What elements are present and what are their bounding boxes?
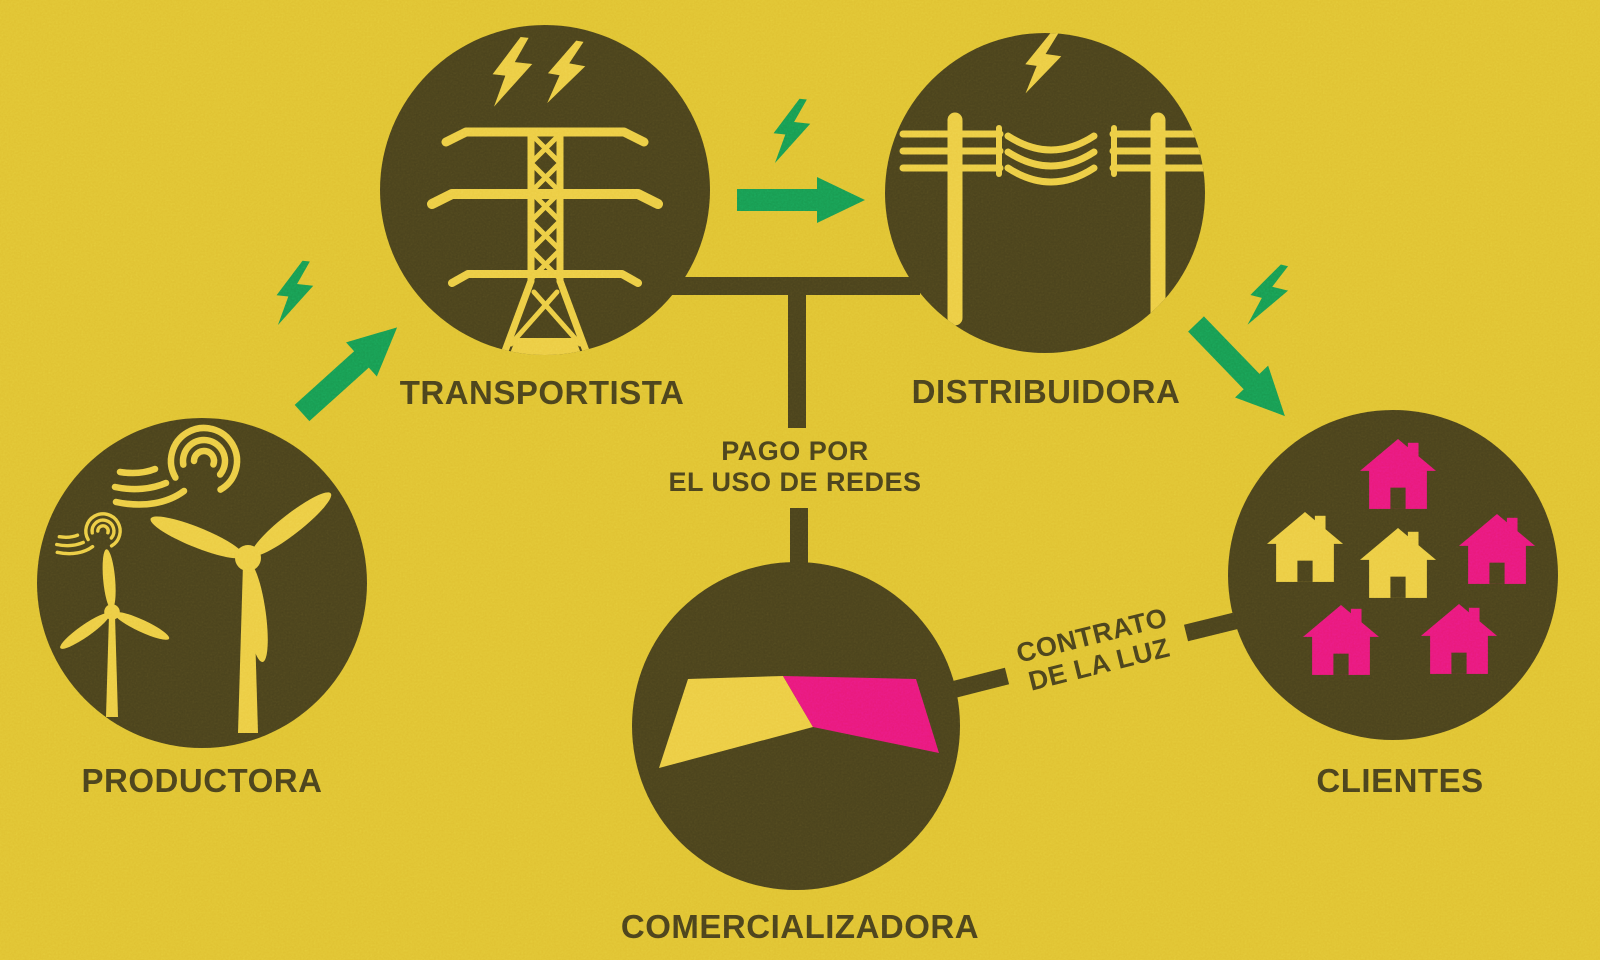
transportista-label: TRANSPORTISTA — [399, 374, 685, 411]
pago-line2: EL USO DE REDES — [668, 467, 922, 497]
productora-label: PRODUCTORA — [81, 762, 323, 799]
contrato-de-la-luz-label: CONTRATO DE LA LUZ — [950, 586, 1241, 713]
pago-por-uso-redes-label: PAGO POR EL USO DE REDES — [595, 436, 995, 498]
clientes-label: CLIENTES — [1316, 762, 1484, 799]
pago-line1: PAGO POR — [721, 436, 869, 466]
distribuidora-label: DISTRIBUIDORA — [911, 373, 1181, 410]
comercializadora-label: COMERCIALIZADORA — [620, 908, 980, 945]
